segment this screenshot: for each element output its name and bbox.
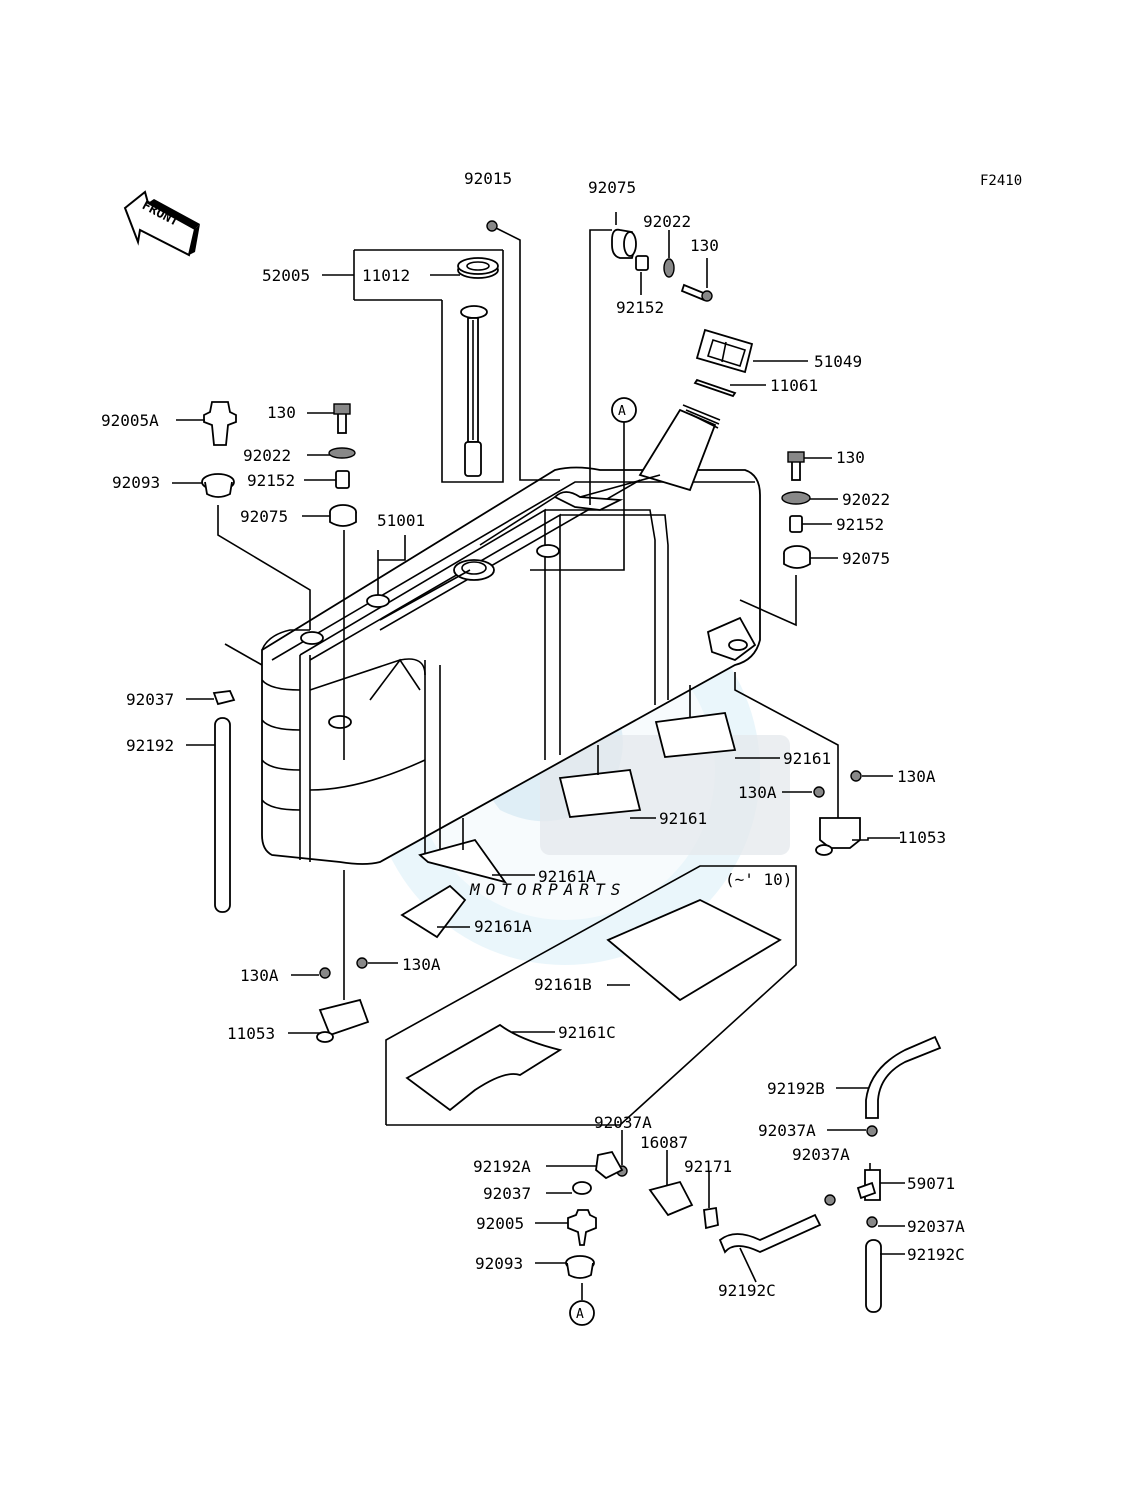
label-92161B: 92161B [534, 975, 592, 994]
front-arrow-icon: FRONT [123, 190, 200, 257]
ref-a-bottom: A [576, 1307, 584, 1322]
label-51001: 51001 [377, 511, 425, 530]
label-130-top: 130 [690, 236, 719, 255]
label-92005: 92005 [476, 1214, 524, 1233]
label-11053-left: 11053 [227, 1024, 275, 1043]
label-130A-l2: 130A [402, 955, 441, 974]
label-92093-bottom: 92093 [475, 1254, 523, 1273]
label-92161-right: 92161 [783, 749, 831, 768]
label-92161-mid: 92161 [659, 809, 707, 828]
label-92171: 92171 [684, 1157, 732, 1176]
label-92037: 92037 [126, 690, 174, 709]
label-92192A: 92192A [473, 1157, 531, 1176]
label-92022-right: 92022 [842, 490, 890, 509]
label-92075-top: 92075 [588, 178, 636, 197]
label-92005A: 92005A [101, 411, 159, 430]
label-92037A-2: 92037A [758, 1121, 816, 1140]
hardware-parts: A A [201, 220, 942, 1326]
label-92152-right: 92152 [836, 515, 884, 534]
label-130A-r2: 130A [738, 783, 777, 802]
label-130A-l1: 130A [240, 966, 279, 985]
label-92075-left: 92075 [240, 507, 288, 526]
label-92022-top: 92022 [643, 212, 691, 231]
label-92161A-1: 92161A [538, 867, 596, 886]
label-92037A-3: 92037A [792, 1145, 850, 1164]
label-130A-r1: 130A [897, 767, 936, 786]
fuel-sender [457, 257, 499, 477]
label-92152-top: 92152 [616, 298, 664, 317]
label-130-left: 130 [267, 403, 296, 422]
label-92161A-2: 92161A [474, 917, 532, 936]
label-92192C-1: 92192C [907, 1245, 965, 1264]
label-92192B: 92192B [767, 1079, 825, 1098]
label-92152-left: 92152 [247, 471, 295, 490]
label-92015: 92015 [464, 169, 512, 188]
label-92075-right: 92075 [842, 549, 890, 568]
label-11053-right: 11053 [898, 828, 946, 847]
label-92037A-1: 92037A [594, 1113, 652, 1132]
label-52005: 52005 [262, 266, 310, 285]
label-11012: 11012 [362, 266, 410, 285]
figure-code: F2410 [980, 173, 1022, 189]
label-11061: 11061 [770, 376, 818, 395]
part-labels: 92015 92075 92022 130 92152 52005 11012 … [101, 169, 965, 1300]
label-92192C-2: 92192C [718, 1281, 776, 1300]
watermark-text: MOTORPARTS [469, 880, 626, 899]
label-92037A-4: 92037A [907, 1217, 965, 1236]
label-92093-left: 92093 [112, 473, 160, 492]
label-92161C: 92161C [558, 1023, 616, 1042]
label-16087: 16087 [640, 1133, 688, 1152]
ref-a-top: A [618, 404, 626, 419]
group-note: (~' 10) [725, 870, 792, 889]
label-92192: 92192 [126, 736, 174, 755]
label-92037-bottom: 92037 [483, 1184, 531, 1203]
fuel-tank [261, 404, 761, 865]
leader-lines [172, 212, 905, 1300]
label-130-right: 130 [836, 448, 865, 467]
label-92022-left: 92022 [243, 446, 291, 465]
label-59071: 59071 [907, 1174, 955, 1193]
label-51049: 51049 [814, 352, 862, 371]
